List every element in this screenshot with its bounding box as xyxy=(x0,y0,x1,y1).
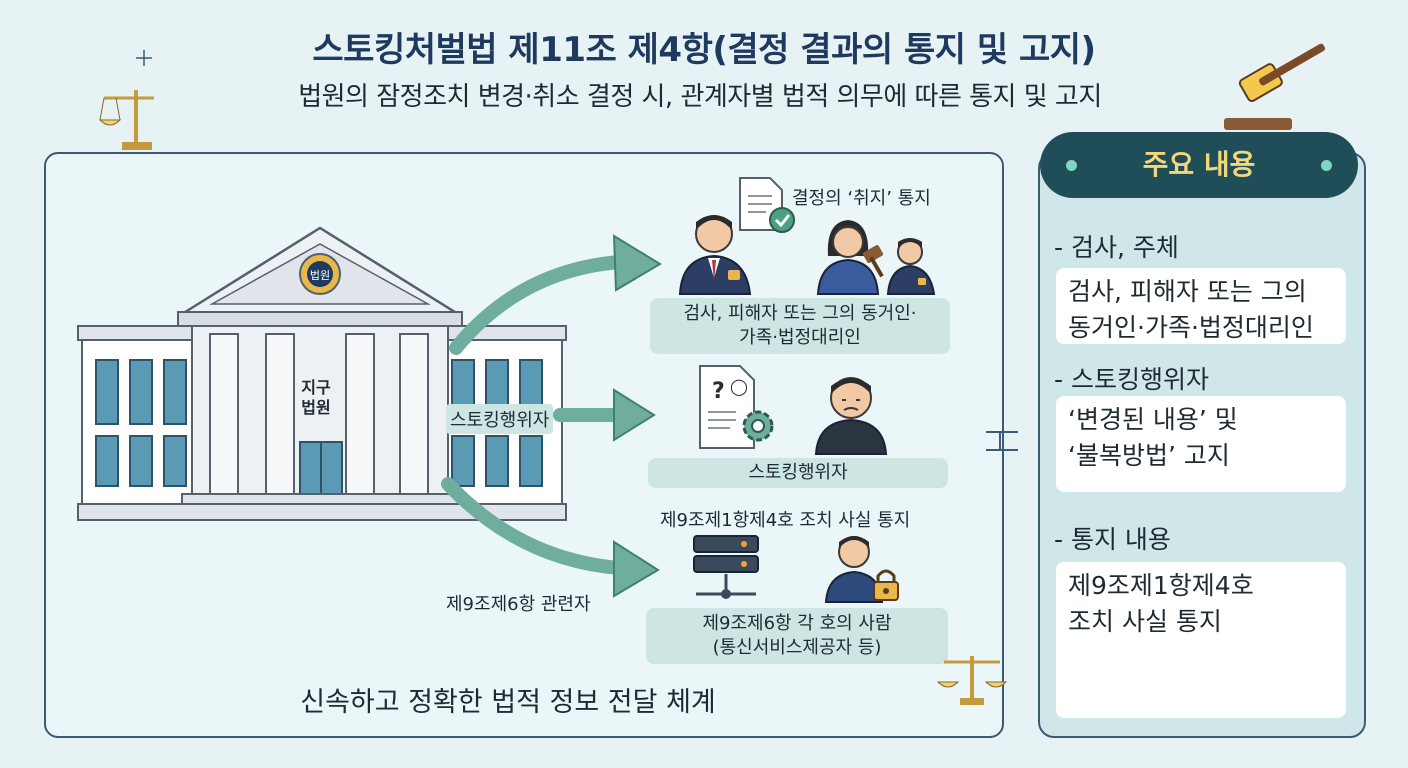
lock-icon xyxy=(873,569,899,601)
legal-rep-icon xyxy=(886,238,936,295)
recipient-1-caption: 검사, 피해자 또는 그의 동거인· 가족·법정대리인 xyxy=(650,298,950,354)
page-title: 스토킹처벌법 제11조 제4항(결정 결과의 통지 및 고지) xyxy=(312,30,1096,70)
arrow-bottom xyxy=(441,477,627,575)
scales-icon-bottom xyxy=(936,656,1008,705)
summary-header-label: 주요 내용 xyxy=(1142,148,1256,181)
recipient-3-caption: 제9조제6항 각 호의 사람 (통신서비스제공자 등) xyxy=(646,608,948,664)
bottom-tagline: 신속하고 정확한 법적 정보 전달 체계 xyxy=(300,687,716,718)
scales-icon xyxy=(98,90,154,150)
summary-header: 주요 내용 xyxy=(1040,132,1358,198)
sparkle-icon xyxy=(136,50,152,66)
svg-text:?: ? xyxy=(712,379,725,404)
gear-icon xyxy=(742,410,774,442)
section-1-heading: - 검사, 주체 xyxy=(1054,233,1179,262)
section-3-heading: - 통지 내용 xyxy=(1054,525,1171,554)
svg-text:◯: ◯ xyxy=(730,377,748,396)
header-dot-right xyxy=(1321,160,1332,171)
recipient-1-notice-label: 결정의 ‘취지’ 통지 xyxy=(792,188,931,209)
section-3-body: 제9조제1항제4호 조치 사실 통지 xyxy=(1056,562,1346,718)
court-emblem: 법원 xyxy=(310,269,330,282)
section-2-body: ‘변경된 내용’ 및 ‘불복방법’ 고지 xyxy=(1056,396,1346,492)
victim-icon xyxy=(816,220,880,295)
offender-icon xyxy=(814,377,888,455)
section-2-heading: - 스토킹행위자 xyxy=(1054,365,1209,394)
court-label: 지구 법원 xyxy=(301,378,331,417)
recipient-3-notice-label: 제9조제1항제4호 조치 사실 통지 xyxy=(660,510,911,531)
panel-connector xyxy=(986,431,1018,451)
document-check-icon xyxy=(739,177,795,233)
server-icon xyxy=(693,535,759,599)
gavel-icon-header xyxy=(1224,43,1325,130)
arrow-label-offender: 스토킹행위자 xyxy=(446,404,554,434)
page-subtitle: 법원의 잠정조치 변경·취소 결정 시, 관계자별 법적 의무에 따른 통지 및… xyxy=(298,82,1102,112)
section-1-body: 검사, 피해자 또는 그의 동거인·가족·법정대리인 xyxy=(1056,268,1346,344)
recipient-2-caption: 스토킹행위자 xyxy=(648,458,948,488)
prosecutor-icon xyxy=(678,215,752,295)
gavel-icon xyxy=(862,245,884,278)
header-dot-left xyxy=(1066,160,1077,171)
arrow-label-related: 제9조제6항 관련자 xyxy=(446,594,591,615)
document-question-icon: ? ◯ xyxy=(699,365,755,449)
arrow-top xyxy=(449,255,627,355)
